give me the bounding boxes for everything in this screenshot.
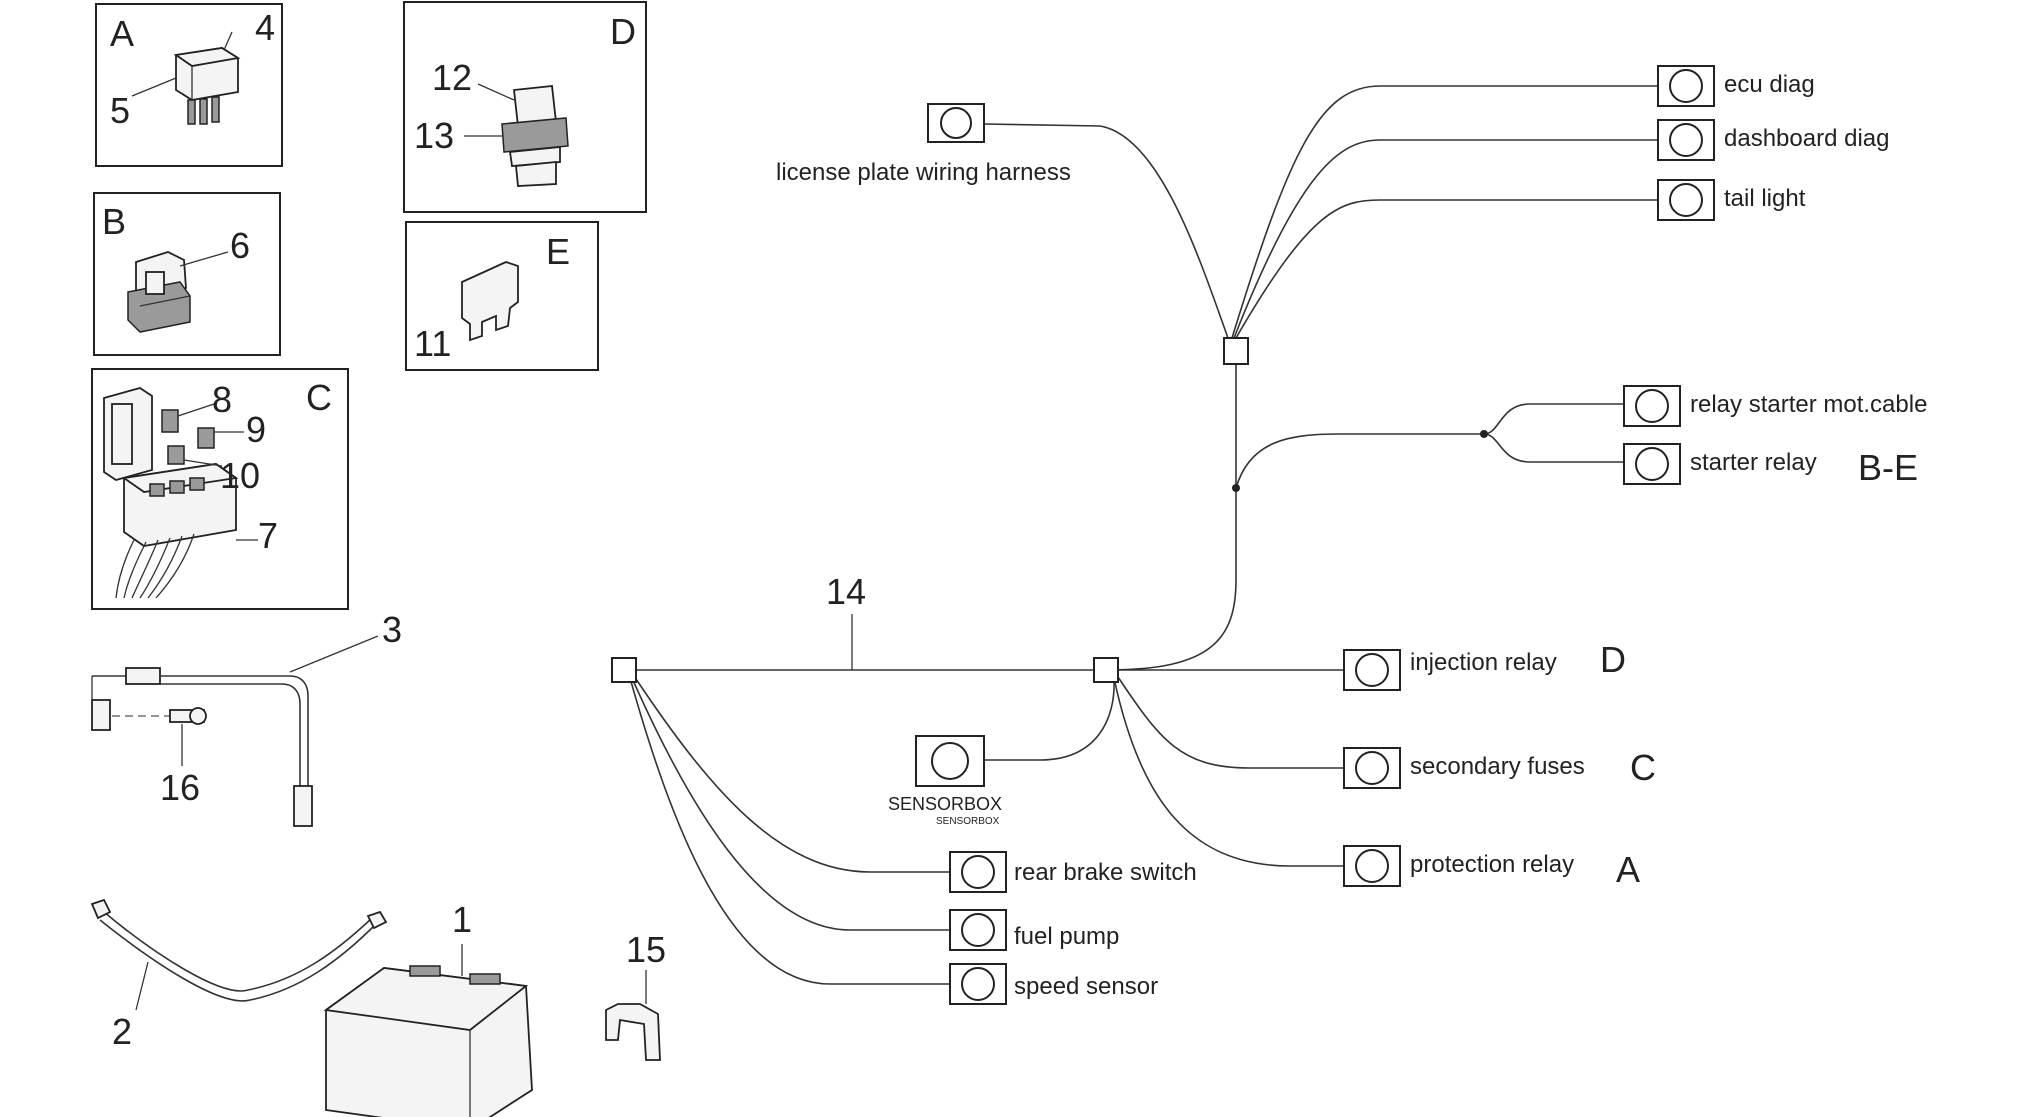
connector-starter-relay[interactable] xyxy=(1623,443,1681,485)
secondary-fuses-ref: C xyxy=(1630,747,1656,788)
splice-upper xyxy=(1223,337,1249,365)
part-16-label: 16 xyxy=(160,767,200,808)
protection-relay-label: protection relay xyxy=(1410,851,1574,878)
connector-ecu-diag[interactable] xyxy=(1657,65,1715,107)
section-e: E 11 xyxy=(405,221,599,371)
connector-pin-icon xyxy=(961,913,995,947)
connector-pin-icon xyxy=(961,855,995,889)
relay-a-icon xyxy=(173,47,241,125)
cable-3-icon xyxy=(91,667,313,827)
connector-pin-icon xyxy=(1669,123,1703,157)
connector-protection-relay[interactable] xyxy=(1343,845,1401,887)
rear-brake-switch-label: rear brake switch xyxy=(1014,859,1197,886)
battery-1-icon xyxy=(323,965,533,1117)
ground-cable-2-icon xyxy=(90,898,388,1002)
connector-pin-icon xyxy=(940,107,972,139)
section-c: C 8 9 10 7 xyxy=(91,368,349,610)
part-10-label: 10 xyxy=(220,455,260,496)
part-2-label: 2 xyxy=(112,1011,132,1052)
injection-relay-ref: D xyxy=(1600,639,1626,680)
connector-fuel-pump[interactable] xyxy=(949,909,1007,951)
connector-secondary-fuses[interactable] xyxy=(1343,747,1401,789)
harness-wires xyxy=(629,85,1658,985)
part-9-label: 9 xyxy=(246,409,266,450)
fuse-10-icon xyxy=(167,445,185,465)
secondary-fuses-label: secondary fuses xyxy=(1410,753,1585,780)
connector-pin-icon xyxy=(1355,751,1389,785)
part-15-label: 15 xyxy=(626,929,666,970)
license-plate-label: license plate wiring harness xyxy=(776,159,1071,186)
part-4-label: 4 xyxy=(255,7,275,48)
section-c-letter: C xyxy=(306,377,332,418)
connector-pin-icon xyxy=(1635,389,1669,423)
sensorbox-label: SENSORBOX xyxy=(888,794,1002,814)
section-a-letter: A xyxy=(110,13,134,54)
part-11-label: 11 xyxy=(414,323,451,364)
part-7-label: 7 xyxy=(258,515,278,556)
ecu-diag-label: ecu diag xyxy=(1724,71,1815,98)
connector-pin-icon xyxy=(931,742,969,780)
relay-d-icon xyxy=(501,85,569,187)
connector-rear-brake-switch[interactable] xyxy=(949,851,1007,893)
connector-injection-relay[interactable] xyxy=(1343,649,1401,691)
connector-pin-icon xyxy=(1355,849,1389,883)
part-5-label: 5 xyxy=(110,90,130,131)
connector-pin-icon xyxy=(1355,653,1389,687)
fuse-box-icon xyxy=(103,387,239,599)
section-b-letter: B xyxy=(102,201,126,242)
part-3-label: 3 xyxy=(382,609,402,650)
tail-light-label: tail light xyxy=(1724,185,1806,212)
part-13-label: 13 xyxy=(414,115,454,156)
splice-middle xyxy=(1093,657,1119,683)
junction-dot xyxy=(1480,430,1488,438)
connector-license-plate[interactable] xyxy=(927,103,985,143)
clip-15-icon xyxy=(605,1003,661,1061)
relay-starter-cable-label: relay starter mot.cable xyxy=(1690,391,1927,418)
section-b: B 6 xyxy=(93,192,281,356)
fuse-11-icon xyxy=(461,261,519,342)
part-6-label: 6 xyxy=(230,225,250,266)
connector-pin-icon xyxy=(961,967,995,1001)
part-8-label: 8 xyxy=(212,379,232,420)
connector-speed-sensor[interactable] xyxy=(949,963,1007,1005)
bolt-16-icon xyxy=(112,707,207,725)
fuse-9-icon xyxy=(197,427,215,449)
connector-pin-icon xyxy=(1635,447,1669,481)
fuel-pump-label: fuel pump xyxy=(1014,923,1119,950)
starter-relay-ref: B-E xyxy=(1858,447,1918,488)
section-b-frame xyxy=(93,192,281,356)
connector-dashboard-diag[interactable] xyxy=(1657,119,1715,161)
connector-relay-starter-cable[interactable] xyxy=(1623,385,1681,427)
connector-tail-light[interactable] xyxy=(1657,179,1715,221)
section-d: D 12 13 xyxy=(403,1,647,213)
speed-sensor-label: speed sensor xyxy=(1014,973,1158,1000)
fuse-8-icon xyxy=(161,409,179,433)
connector-pin-icon xyxy=(1669,69,1703,103)
section-e-letter: E xyxy=(546,231,570,272)
section-a: A 4 5 xyxy=(95,3,283,167)
sensorbox-sublabel: SENSORBOX xyxy=(936,816,1000,827)
part-12-label: 12 xyxy=(432,57,472,98)
part-1-label: 1 xyxy=(452,899,472,940)
harness-14-label: 14 xyxy=(826,571,866,612)
junction-dot xyxy=(1232,484,1240,492)
relay-b-icon xyxy=(127,251,191,333)
section-d-letter: D xyxy=(610,11,636,52)
splice-left xyxy=(611,657,637,683)
connector-pin-icon xyxy=(1669,183,1703,217)
dashboard-diag-label: dashboard diag xyxy=(1724,125,1889,152)
connector-sensorbox[interactable] xyxy=(915,735,985,787)
starter-relay-label: starter relay xyxy=(1690,449,1817,476)
protection-relay-ref: A xyxy=(1616,849,1640,890)
injection-relay-label: injection relay xyxy=(1410,649,1557,676)
